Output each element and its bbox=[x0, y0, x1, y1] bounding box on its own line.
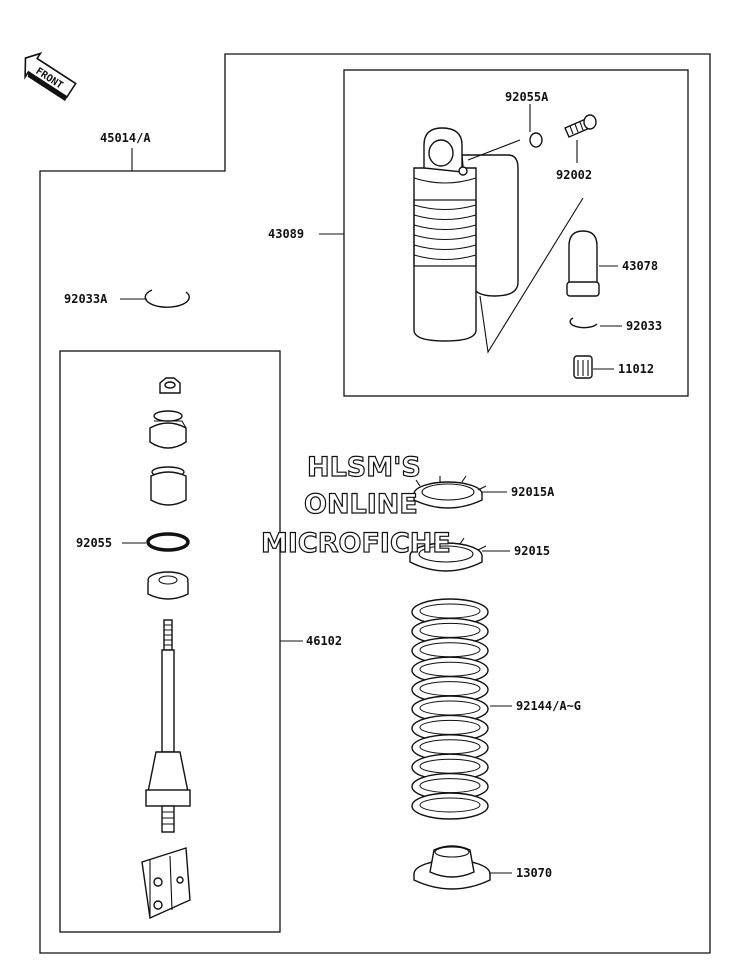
label-92033A: 92033A bbox=[64, 292, 108, 306]
oring-92055-drawing bbox=[146, 532, 190, 552]
spring-seat-13070-drawing bbox=[413, 845, 491, 890]
adjuster-nut-92015A-drawing bbox=[413, 475, 487, 509]
label-92015A: 92015A bbox=[511, 485, 555, 499]
watermark-line-2: ONLINE bbox=[304, 489, 418, 520]
spring-coil-inner bbox=[419, 797, 481, 813]
label-45014A: 45014/A bbox=[100, 131, 151, 145]
oring-92055A-drawing bbox=[529, 132, 543, 148]
circlip-92033A-drawing bbox=[144, 289, 190, 308]
label-92015: 92015 bbox=[514, 544, 550, 558]
watermark-line-3: MICROFICHE bbox=[261, 528, 451, 559]
label-43089: 43089 bbox=[268, 227, 304, 241]
lock-nut-92015-drawing bbox=[409, 537, 487, 572]
label-11012: 11012 bbox=[618, 362, 654, 376]
label-92055: 92055 bbox=[76, 536, 112, 550]
spring-coil bbox=[411, 792, 489, 820]
label-92002: 92002 bbox=[556, 168, 592, 182]
piston-rod-assembly-drawing bbox=[141, 377, 191, 920]
damper-body-drawing bbox=[413, 127, 584, 354]
label-92144: 92144/A~G bbox=[516, 699, 581, 713]
label-92033: 92033 bbox=[626, 319, 662, 333]
assembly-frame bbox=[39, 53, 711, 954]
bolt-92002-drawing bbox=[564, 114, 597, 138]
label-43078: 43078 bbox=[622, 259, 658, 273]
leader-lines bbox=[120, 104, 622, 874]
spring-92144-drawing bbox=[411, 598, 489, 820]
label-13070: 13070 bbox=[516, 866, 552, 880]
front-arrow-icon: FRONT bbox=[24, 52, 77, 101]
label-92055A: 92055A bbox=[505, 90, 549, 104]
label-46102: 46102 bbox=[306, 634, 342, 648]
cap-11012-drawing bbox=[573, 355, 593, 379]
watermark-line-1: HLSM'S bbox=[307, 452, 421, 483]
circlip-92033-drawing bbox=[569, 317, 598, 329]
damper-subassembly-frame bbox=[343, 69, 689, 397]
bladder-43078-drawing bbox=[566, 230, 600, 297]
